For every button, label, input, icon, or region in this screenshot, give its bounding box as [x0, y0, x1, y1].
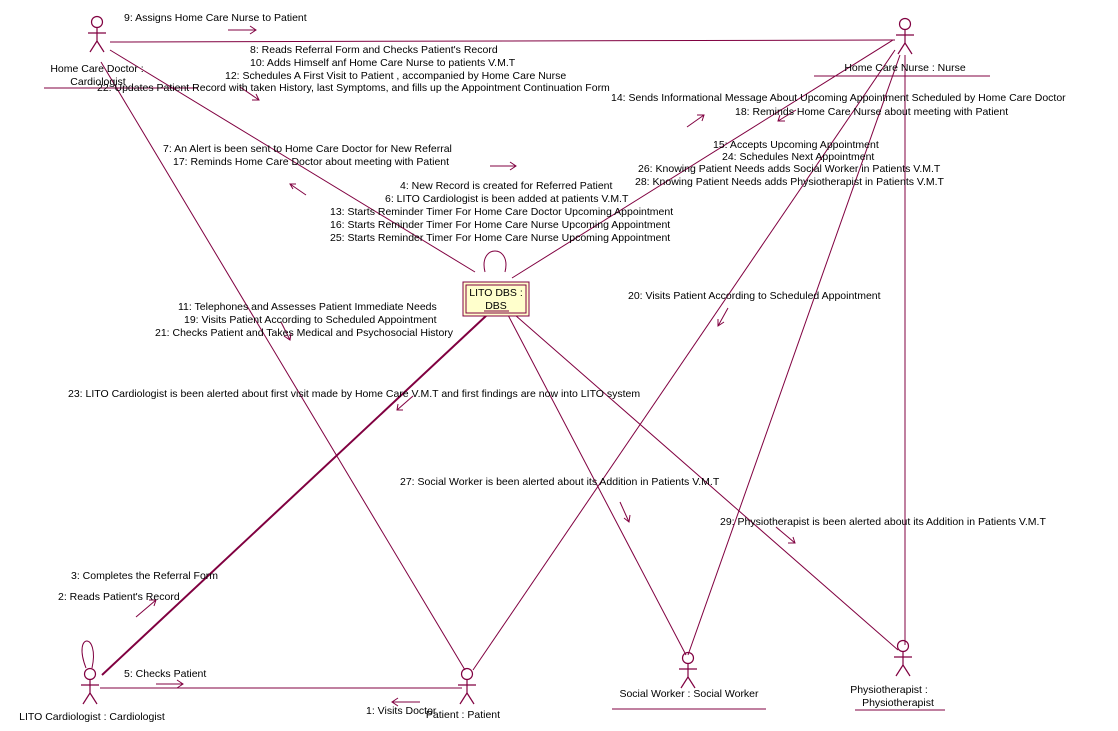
message-label: 6: LITO Cardiologist is been added at pa… — [385, 193, 629, 205]
message-label: 7: An Alert is been sent to Home Care Do… — [163, 143, 452, 155]
message-label: 1: Visits Doctor — [366, 705, 437, 717]
link-nurse-social-worker[interactable] — [687, 54, 901, 656]
message-label: 24: Schedules Next Appointment — [722, 151, 874, 163]
arrow-down-right-icon — [775, 526, 796, 544]
actor-label: Physiotherapist : — [850, 684, 928, 696]
actor-social-worker[interactable]: Social Worker : Social Worker — [612, 651, 766, 710]
link-doctor-patient[interactable] — [100, 61, 466, 671]
dbs-object-inner-border — [465, 284, 527, 314]
message-arrows — [135, 25, 797, 707]
message-label: 27: Social Worker is been alerted about … — [400, 476, 720, 488]
stick-figure-icon — [896, 17, 914, 55]
message-label: 11: Telephones and Assesses Patient Imme… — [178, 301, 437, 313]
actor-home-care-doctor[interactable]: Home Care Doctor : Cardiologist — [44, 15, 198, 89]
link-dbs-physiotherapist[interactable] — [514, 314, 899, 651]
message-label: 18: Reminds Home Care Nurse about meetin… — [735, 106, 1008, 118]
message-label: 3: Completes the Referral Form — [71, 570, 218, 582]
dbs-object-label-line1: LITO DBS : — [469, 287, 523, 299]
stick-figure-icon — [679, 651, 697, 689]
actor-patient[interactable]: Patient : Patient — [426, 667, 500, 722]
actor-home-care-nurse[interactable]: Home Care Nurse : Nurse — [814, 17, 990, 77]
actor-physiotherapist[interactable]: Physiotherapist : Physiotherapist — [850, 639, 945, 711]
message-label: 5: Checks Patient — [124, 668, 206, 680]
actor-label: LITO Cardiologist : Cardiologist — [19, 711, 165, 723]
links — [81, 39, 906, 689]
link-dbs-social-worker[interactable] — [507, 314, 687, 656]
message-label: 23: LITO Cardiologist is been alerted ab… — [68, 388, 640, 400]
message-label: 2: Reads Patient's Record — [58, 591, 180, 603]
link-cardiologist-dbs[interactable] — [101, 314, 488, 676]
message-label: 17: Reminds Home Care Doctor about meeti… — [173, 156, 449, 168]
dbs-object[interactable]: LITO DBS : DBS — [462, 281, 530, 317]
message-label: 19: Visits Patient According to Schedule… — [184, 314, 437, 326]
message-label: 29: Physiotherapist is been alerted abou… — [720, 516, 1046, 528]
message-label: 13: Starts Reminder Timer For Home Care … — [330, 206, 673, 218]
message-label: 22: Updates Patient Record with taken Hi… — [97, 82, 610, 94]
arrow-down-left-icon — [777, 109, 797, 122]
actor-label-line2: Physiotherapist — [862, 697, 934, 709]
actor-label: Patient : Patient — [426, 709, 500, 721]
self-link-cardiologist[interactable] — [81, 640, 94, 669]
message-label: 10: Adds Himself anf Home Care Nurse to … — [250, 57, 516, 69]
stick-figure-icon — [458, 667, 476, 705]
actor-label: Social Worker : Social Worker — [619, 688, 759, 700]
arrow-up-left-icon — [289, 183, 307, 196]
arrow-down-right-icon — [239, 86, 260, 101]
stick-figure-icon — [894, 639, 912, 677]
link-nurse-dbs[interactable] — [511, 39, 894, 279]
arrow-right-icon — [228, 25, 257, 35]
message-label: 14: Sends Informational Message About Up… — [611, 92, 1066, 104]
message-label: 21: Checks Patient and Takes Medical and… — [155, 327, 454, 339]
stick-figure-icon — [88, 15, 106, 53]
actor-lito-cardiologist[interactable]: LITO Cardiologist : Cardiologist — [19, 667, 165, 724]
arrow-up-right-icon — [135, 599, 157, 618]
message-labels: 9: Assigns Home Care Nurse to Patient 8:… — [58, 12, 1066, 717]
arrow-up-right-icon — [686, 114, 705, 128]
message-label: 15: Accepts Upcoming Appointment — [713, 139, 879, 151]
link-doctor-dbs[interactable] — [109, 49, 476, 273]
arrow-right-icon — [490, 161, 517, 171]
dbs-object-box[interactable] — [462, 281, 530, 317]
message-label: 8: Reads Referral Form and Checks Patien… — [250, 44, 498, 56]
message-label: 4: New Record is created for Referred Pa… — [400, 180, 613, 192]
message-label: 16: Starts Reminder Timer For Home Care … — [330, 219, 670, 231]
arrow-left-icon — [391, 697, 420, 707]
message-label: 12: Schedules A First Visit to Patient ,… — [225, 70, 566, 82]
dbs-object-label-line2: DBS — [485, 300, 507, 312]
arrow-down-right-icon — [619, 501, 631, 523]
message-label: 25: Starts Reminder Timer For Home Care … — [330, 232, 670, 244]
arrow-down-left-icon — [717, 307, 729, 327]
message-label: 28: Knowing Patient Needs adds Physiothe… — [635, 176, 945, 188]
stick-figure-icon — [81, 667, 99, 705]
message-label: 26: Knowing Patient Needs adds Social Wo… — [638, 163, 941, 175]
arrow-down-left-icon — [396, 395, 414, 411]
link-doctor-nurse[interactable] — [109, 39, 896, 43]
actor-label-line2: Cardiologist — [70, 76, 126, 88]
arrow-right-icon — [156, 679, 184, 689]
link-nurse-patient[interactable] — [472, 49, 896, 671]
actor-label: Home Care Nurse : Nurse — [844, 62, 966, 74]
actor-label: Home Care Doctor : — [50, 63, 143, 75]
self-link-dbs[interactable] — [483, 250, 507, 273]
arrow-down-right-icon — [280, 321, 292, 341]
message-label: 20: Visits Patient According to Schedule… — [628, 290, 881, 302]
message-label: 9: Assigns Home Care Nurse to Patient — [124, 12, 307, 24]
